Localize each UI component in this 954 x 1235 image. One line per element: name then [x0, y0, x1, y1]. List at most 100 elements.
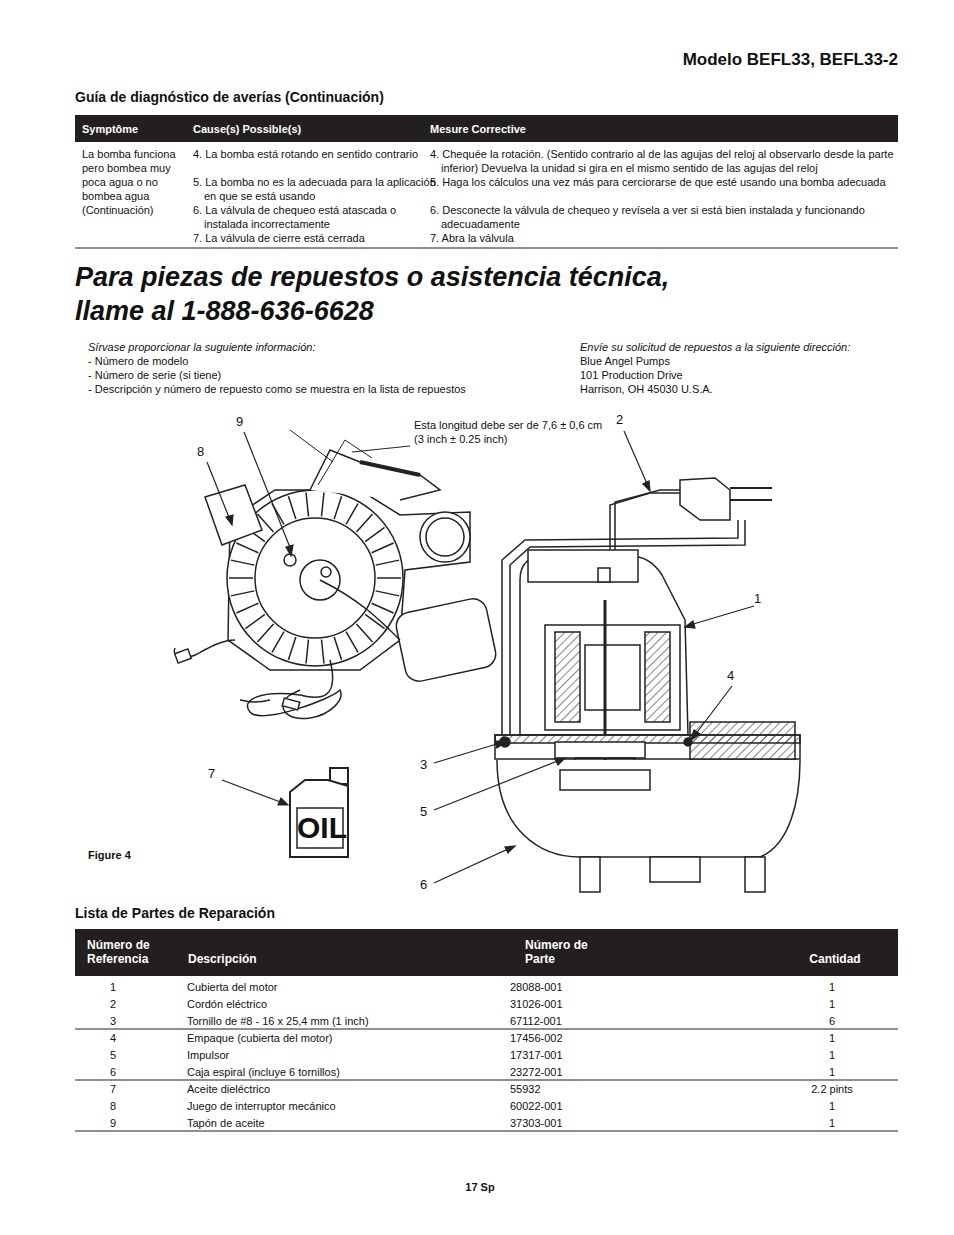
- fin: [288, 496, 295, 519]
- table-cell: 1: [787, 1065, 877, 1079]
- fin: [334, 496, 341, 519]
- table-cell: 2: [93, 997, 133, 1011]
- table-cell: 1: [787, 1099, 877, 1113]
- fin: [346, 504, 358, 525]
- table-cell: 67112-001: [510, 1014, 710, 1028]
- table-cell: Juego de interruptor mecánico: [187, 1099, 507, 1113]
- table-cell: 6. La válvula de chequeo está atascada o…: [193, 203, 436, 231]
- table-cell: 1: [93, 980, 133, 994]
- page-number: 17 Sp: [450, 1180, 510, 1194]
- table-cell: 9: [93, 1116, 133, 1130]
- fin: [376, 591, 399, 596]
- table-cell: 4: [93, 1031, 133, 1045]
- callout-number: 9: [236, 414, 256, 429]
- table-cell: La bomba funciona pero bombea muy poca a…: [82, 147, 187, 217]
- fin: [376, 560, 399, 565]
- note: - Número de serie (si tiene): [88, 368, 508, 382]
- callout-number: 2: [616, 412, 636, 427]
- table-cell: Cubierta del motor: [187, 980, 507, 994]
- section-heading: Guía de diagnóstico de averías (Continua…: [75, 89, 575, 106]
- table-cell: 7: [93, 1082, 133, 1096]
- fin: [236, 543, 258, 553]
- fin: [245, 614, 264, 628]
- fin: [365, 527, 384, 541]
- table-cell: 28088-001: [510, 980, 710, 994]
- table-cell: 1: [787, 1116, 877, 1130]
- callout-number: 6: [420, 877, 440, 892]
- table-cell: Tapón de aceite: [187, 1116, 507, 1130]
- fin: [306, 640, 309, 664]
- note: Sírvase proporcionar la suguiente inform…: [88, 340, 508, 354]
- table-header: Cantidad: [790, 952, 880, 966]
- table-cell: 1: [787, 997, 877, 1011]
- table-cell: 1: [787, 1031, 877, 1045]
- note: - Descripción y número de repuesto como …: [88, 382, 558, 396]
- table-cell: 3: [93, 1014, 133, 1028]
- table-cell: 55932: [510, 1082, 710, 1096]
- table-cell: 23272-001: [510, 1065, 710, 1079]
- pump-section-view: [495, 478, 800, 892]
- caption: Figure 4: [88, 848, 168, 862]
- dimension-line: [318, 440, 410, 485]
- fin: [257, 624, 273, 642]
- table-cell: 2.2 pints: [787, 1082, 877, 1096]
- table-header: Descripción: [188, 952, 388, 966]
- table-cell: 6: [93, 1065, 133, 1079]
- fin: [321, 640, 324, 664]
- oil-label: OIL: [297, 812, 347, 844]
- fin: [372, 603, 394, 613]
- table-header: Número de Referencia: [87, 938, 167, 966]
- table-cell: 60022-001: [510, 1099, 710, 1113]
- table-cell: 5: [93, 1048, 133, 1062]
- table-cell: 4. La bomba está rotando en sentido cont…: [193, 147, 436, 161]
- table-cell: 17317-001: [510, 1048, 710, 1062]
- table-cell: Aceite dieléctrico: [187, 1082, 507, 1096]
- page-header: Modelo BEFL33, BEFL33-2: [555, 50, 898, 70]
- table-header: Mesure Corrective: [430, 122, 630, 136]
- note: - Número de modelo: [88, 354, 508, 368]
- fin: [231, 560, 254, 565]
- table-cell: 1: [787, 1048, 877, 1062]
- fin: [356, 514, 372, 532]
- table-cell: Tornillo de #8 - 16 x 25,4 mm (1 inch): [187, 1014, 507, 1028]
- oil-jug: [290, 768, 348, 857]
- callout-number: 4: [727, 668, 747, 683]
- section-heading: Lista de Partes de Reparación: [75, 905, 475, 922]
- callout-number: 3: [420, 757, 440, 772]
- dimension-note: Esta longitud debe ser de 7,6 ± 0,6 cm (…: [414, 418, 604, 446]
- fin: [372, 543, 394, 553]
- table-cell: 7. La válvula de cierre está cerrada: [193, 231, 436, 245]
- table-cell: Cordón eléctrico: [187, 997, 507, 1011]
- note: Envíe su solicitud de repuestos a la sig…: [580, 340, 910, 354]
- table-header: Symptôme: [82, 122, 182, 136]
- callout-number: 5: [420, 804, 440, 819]
- table-cell: 5. La bomba no es la adecuada para la ap…: [193, 175, 436, 203]
- fin: [231, 591, 254, 596]
- fin: [346, 632, 358, 653]
- fin: [229, 577, 253, 579]
- fin: [377, 577, 401, 579]
- fin: [306, 492, 309, 516]
- table-cell: Impulsor: [187, 1048, 507, 1062]
- callout-number: 7: [208, 766, 228, 781]
- callout-number: 1: [754, 591, 774, 606]
- table-header-band: [75, 929, 898, 976]
- table-header: Cause(s) Possible(s): [193, 122, 393, 136]
- table-cell: 7. Abra la válvula: [430, 231, 909, 245]
- table-cell: 4. Chequée la rotación. (Sentido contrar…: [430, 147, 909, 175]
- table-cell: Empaque (cubierta del motor): [187, 1031, 507, 1045]
- table-cell: 6. Desconecte la válvula de chequeo y re…: [430, 203, 909, 231]
- table-cell: 1: [787, 980, 877, 994]
- table-cell: 37303-001: [510, 1116, 710, 1130]
- fin: [321, 492, 324, 516]
- table-header-band: [75, 115, 898, 142]
- table-header: Número de Parte: [525, 938, 605, 966]
- fin: [236, 603, 258, 613]
- table-cell: 31026-001: [510, 997, 710, 1011]
- fin: [272, 632, 284, 653]
- leader-lines: [207, 431, 754, 883]
- address: Harrison, OH 45030 U.S.A.: [580, 382, 900, 396]
- fin: [356, 624, 372, 642]
- title: Para piezas de repuestos o asistencia té…: [75, 260, 715, 328]
- address: Blue Angel Pumps: [580, 354, 900, 368]
